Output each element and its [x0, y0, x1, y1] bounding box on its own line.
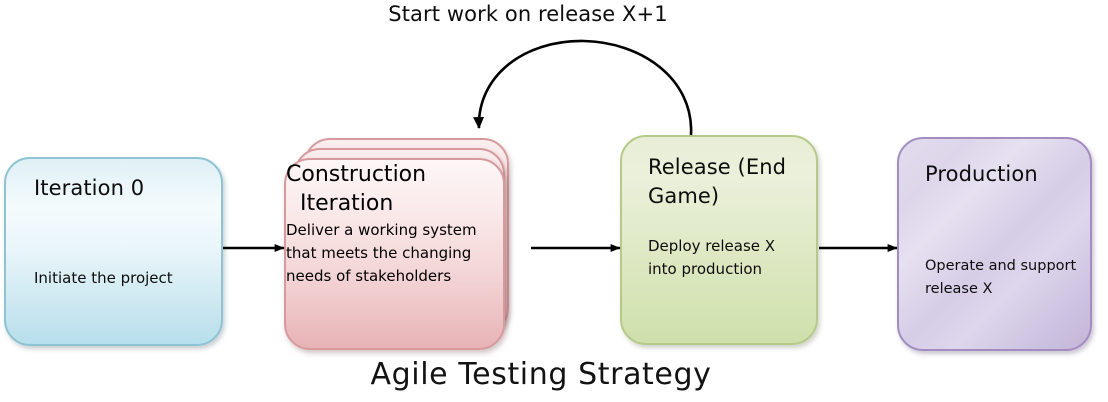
stage-box-production[interactable]: Production Operate and support release X — [897, 137, 1092, 351]
stage-title-release-end-game: Release (End Game) — [648, 155, 787, 208]
feedback-loop-arrow — [473, 39, 693, 136]
diagram-title: Agile Testing Strategy — [370, 357, 712, 392]
stage-title-line-2: Iteration — [300, 191, 394, 217]
stage-box-iteration-0[interactable]: Iteration 0 Initiate the project — [4, 157, 223, 346]
stage-description-construction-iteration: Deliver a working system that meets the … — [286, 220, 477, 286]
stage-title-production: Production — [925, 162, 1038, 186]
feedback-loop-label: Start work on release X+1 — [388, 2, 668, 26]
stage-description-iteration-0: Initiate the project — [34, 269, 173, 287]
stage-description-production: Operate and support release X — [925, 258, 1077, 298]
stage-box-release-end-game[interactable]: Release (End Game) Deploy release X into… — [620, 135, 818, 345]
stage-description-release-end-game: Deploy release X into production — [648, 237, 776, 279]
stage-title-iteration-0: Iteration 0 — [34, 176, 145, 200]
stage-title-line-1: Construction — [286, 162, 427, 187]
